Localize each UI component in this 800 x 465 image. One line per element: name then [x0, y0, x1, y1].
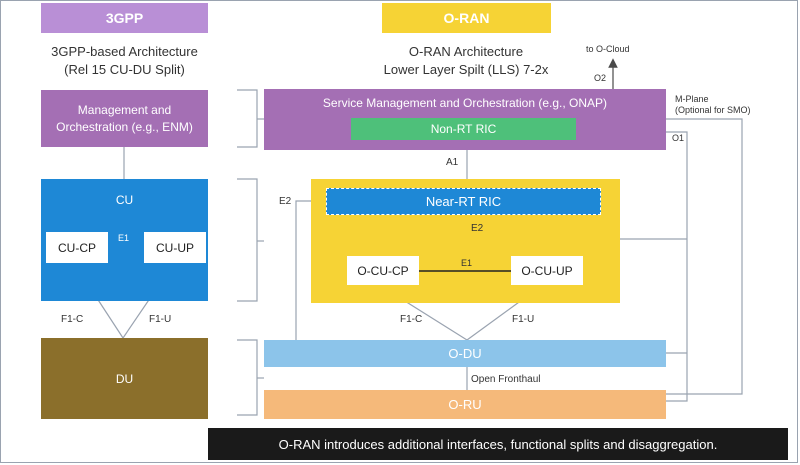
du-box: DU: [41, 338, 208, 419]
cu-up-box: CU-UP: [144, 232, 206, 263]
non-rt-ric-box: Non-RT RIC: [351, 118, 576, 140]
left-e1-label: E1: [118, 233, 130, 243]
mplane-label-line2: (Optional for SMO): [675, 105, 751, 115]
open-fronthaul-label: Open Fronthaul: [471, 374, 541, 385]
mgmt-label-line2: Orchestration (e.g., ENM): [56, 119, 193, 134]
o-ru-box: O-RU: [264, 390, 666, 419]
near-rt-ric-box: Near-RT RIC: [326, 188, 601, 215]
footer-banner: O-RAN introduces additional interfaces, …: [208, 428, 788, 460]
header-oran: O-RAN: [382, 3, 551, 33]
cu-cp-box: CU-CP: [46, 232, 108, 263]
mgmt-label-line1: Management and: [77, 102, 172, 117]
subtitle-3gpp-line1: 3GPP-based Architecture: [51, 44, 198, 59]
left-f1u-label: F1-U: [149, 314, 172, 325]
bracket-cu: [237, 178, 258, 302]
smo-label: Service Management and Orchestration (e.…: [322, 96, 608, 110]
bracket-mgmt: [237, 89, 258, 148]
management-orchestration-box: Management and Orchestration (e.g., ENM): [41, 90, 208, 147]
subtitle-3gpp-line2: (Rel 15 CU-DU Split): [64, 62, 185, 77]
e2-outer-label: E2: [279, 196, 292, 207]
o-cu-up-box: O-CU-UP: [511, 256, 583, 285]
subtitle-oran-line1: O-RAN Architecture: [408, 44, 524, 59]
cu-label: CU: [115, 193, 134, 207]
e2-inner-label: E2: [471, 223, 484, 234]
o1-line: [666, 131, 688, 402]
right-f1u-label: F1-U: [512, 314, 535, 325]
o-cu-cp-box: O-CU-CP: [347, 256, 419, 285]
a1-label: A1: [446, 157, 459, 168]
o2-label: O2: [594, 73, 607, 83]
to-ocloud-label: to O-Cloud: [586, 44, 630, 54]
right-e1-label: E1: [461, 258, 473, 268]
header-3gpp: 3GPP: [41, 3, 208, 33]
mplane-label-line1: M-Plane: [675, 94, 709, 104]
mplane-line: [666, 118, 743, 395]
left-f1c-label: F1-C: [61, 314, 84, 325]
bracket-du: [237, 339, 258, 416]
subtitle-oran-line2: Lower Layer Spilt (LLS) 7-2x: [383, 62, 549, 77]
o-du-box: O-DU: [264, 340, 666, 367]
right-f1c-label: F1-C: [400, 314, 423, 325]
o1-label: O1: [672, 133, 685, 143]
